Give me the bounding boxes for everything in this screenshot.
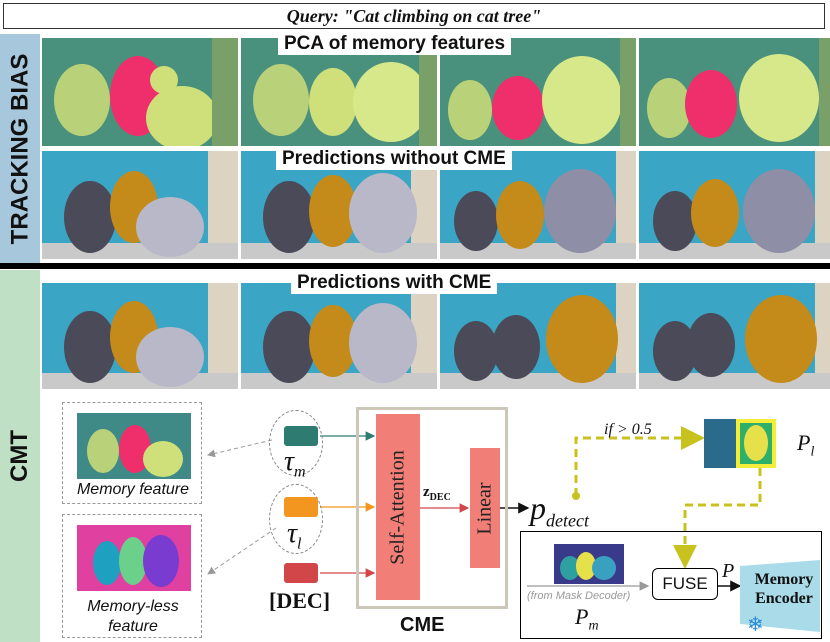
p-l-label: Pl xyxy=(797,430,815,460)
tau-l-group xyxy=(269,484,323,554)
memoryless-feature-panel: Memory-less feature xyxy=(62,514,202,638)
memoryless-feature-thumbnail xyxy=(77,525,191,591)
dec-token xyxy=(284,563,318,583)
p-m-label: Pm xyxy=(575,604,599,634)
dec-token-label: [DEC] xyxy=(269,588,331,613)
memory-token xyxy=(284,426,318,446)
z-dec-label: zDEC xyxy=(423,484,451,503)
prediction-frame xyxy=(42,283,238,389)
linear-block: Linear xyxy=(470,448,500,568)
self-attention-block: Self-Attention xyxy=(376,414,420,600)
pca-row-label: PCA of memory features xyxy=(278,33,512,55)
pca-frame xyxy=(241,38,437,146)
memory-encoder-panel xyxy=(520,531,822,639)
pca-frame xyxy=(639,38,830,146)
memoryless-caption-line2: feature xyxy=(108,618,158,635)
cme-module xyxy=(356,407,508,609)
pca-frame xyxy=(440,38,636,146)
memory-encoder-line1: Memory xyxy=(754,571,814,588)
memory-encoder-line2: Encoder xyxy=(755,590,813,607)
prediction-frame xyxy=(639,283,830,389)
memory-feature-thumbnail xyxy=(77,413,191,479)
prediction-frame xyxy=(42,151,238,259)
memory-encoder-block xyxy=(740,560,820,632)
tau-l-label: τl xyxy=(287,518,302,553)
prediction-frame xyxy=(241,151,437,259)
p-l-thumbnail xyxy=(704,419,776,468)
memoryless-feature-caption: Memory-less feature xyxy=(63,597,203,637)
p-detect-label: pdetect xyxy=(530,490,589,531)
tau-m-group xyxy=(269,410,323,476)
pca-frame xyxy=(42,38,238,146)
prediction-frame xyxy=(241,283,437,389)
memory-feature-panel: Memory feature xyxy=(62,402,202,504)
memoryless-caption-line1: Memory-less xyxy=(87,598,179,615)
tracking-bias-band xyxy=(0,34,40,263)
p-fused-label: P xyxy=(722,560,735,582)
p-m-thumbnail xyxy=(554,544,624,584)
cmt-band xyxy=(0,270,40,642)
threshold-condition: if > 0.5 xyxy=(604,421,652,438)
linear-label: Linear xyxy=(473,481,496,535)
self-attention-label: Self-Attention xyxy=(386,449,409,565)
pred-with-row-label: Predictions with CME xyxy=(291,272,498,294)
query-banner: Query: "Cat climbing on cat tree" xyxy=(3,3,825,29)
memoryless-token xyxy=(284,497,318,517)
prediction-frame xyxy=(639,151,830,259)
memory-encoder-label: Memory Encoder xyxy=(744,570,824,608)
memory-feature-caption: Memory feature xyxy=(76,481,190,498)
pred-without-row-label: Predictions without CME xyxy=(276,148,512,170)
tau-m-label: τm xyxy=(284,446,306,481)
snowflake-icon: ❄ xyxy=(747,614,764,636)
section-divider xyxy=(0,263,830,269)
fuse-label: FUSE xyxy=(662,574,708,593)
fuse-block: FUSE xyxy=(652,568,718,600)
prediction-frame xyxy=(440,283,636,389)
cme-title: CME xyxy=(400,614,445,636)
from-mask-decoder-note: (from Mask Decoder) xyxy=(527,590,631,602)
